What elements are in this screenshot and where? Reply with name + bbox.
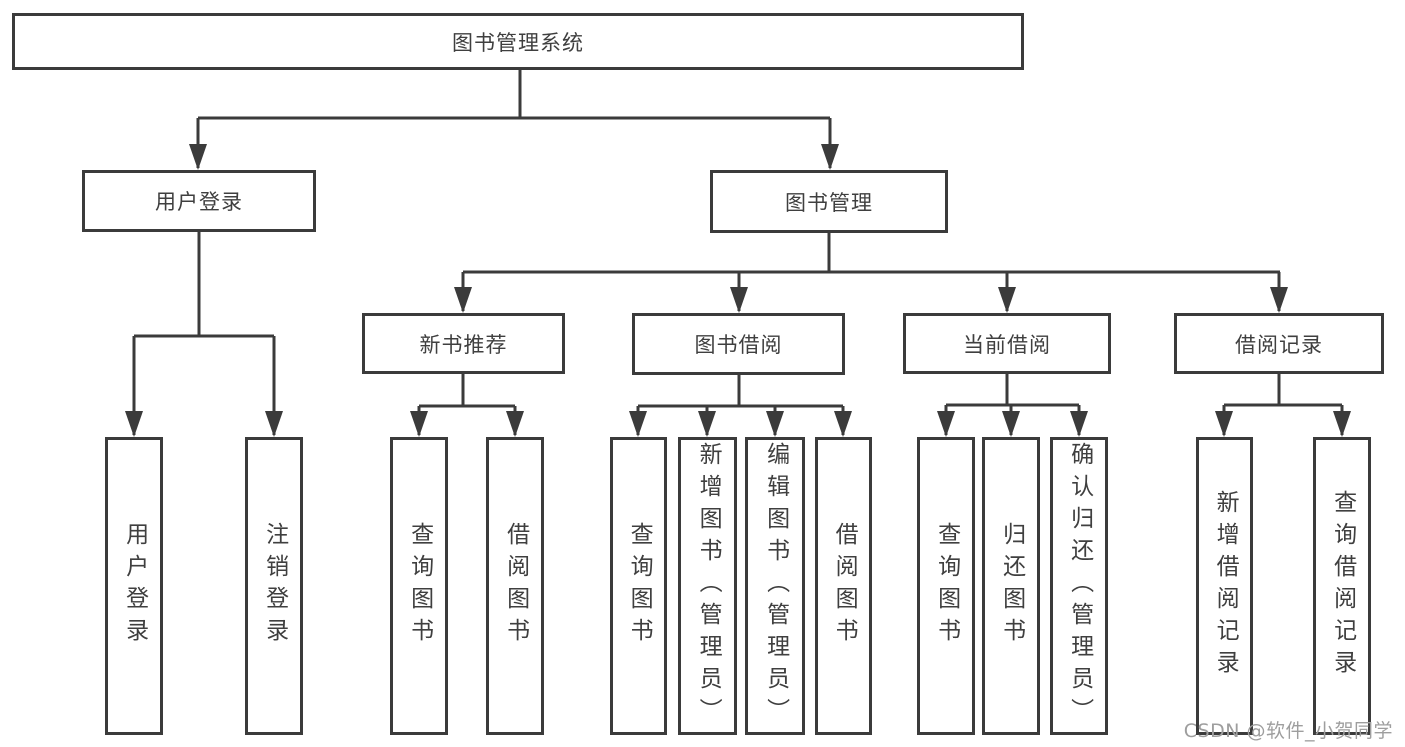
watermark: CSDN @软件_小贺同学 [1183,720,1393,742]
node-borrow-records: 借阅记录 [1174,313,1384,374]
node-book-management: 图书管理 [710,170,948,233]
leaf-query-books-borrow: 查询图书 [610,437,667,735]
leaf-return-books: 归还图书 [982,437,1040,735]
leaf-user-login: 用户登录 [105,437,163,735]
leaf-edit-books-admin: 编辑图书（管理员） [745,437,805,735]
leaf-borrow-books: 借阅图书 [815,437,872,735]
leaf-borrow-books-recommend: 借阅图书 [486,437,544,735]
node-library-system: 图书管理系统 [12,13,1024,70]
leaf-query-books-recommend: 查询图书 [390,437,448,735]
leaf-query-books-current: 查询图书 [917,437,975,735]
leaf-add-borrow-record: 新增借阅记录 [1196,437,1253,735]
leaf-query-borrow-record: 查询借阅记录 [1313,437,1371,735]
node-book-borrow: 图书借阅 [632,313,845,375]
leaf-add-books-admin: 新增图书（管理员） [678,437,737,735]
node-new-book-recommend: 新书推荐 [362,313,565,374]
leaf-logout: 注销登录 [245,437,303,735]
node-user-login: 用户登录 [82,170,316,232]
node-current-borrow: 当前借阅 [903,313,1111,374]
leaf-confirm-return-admin: 确认归还（管理员） [1050,437,1108,735]
